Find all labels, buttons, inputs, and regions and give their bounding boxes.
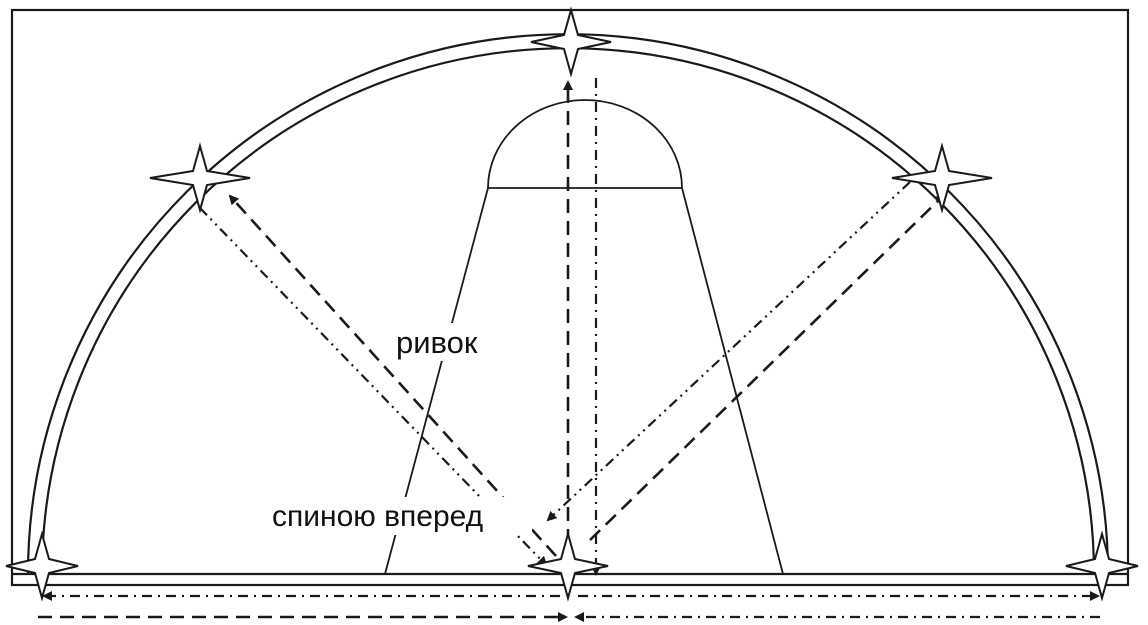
- label-lower-backing: [270, 497, 532, 535]
- star-bottom-left-icon: [5, 530, 79, 602]
- path-right-dashdot: [546, 181, 911, 522]
- path-left-dashed: [228, 194, 557, 557]
- star-bottom-right-icon: [1065, 530, 1139, 602]
- star-upper-right-icon: [891, 142, 993, 214]
- path-right-dashed: [589, 193, 946, 541]
- label-upper-backing: [393, 323, 493, 361]
- label-lower: спиною вперед: [272, 500, 483, 533]
- star-upper-left-icon: [149, 142, 251, 214]
- key-lane: [384, 187, 784, 575]
- key-semicircle: [487, 99, 683, 189]
- star-bottom-center-icon: [527, 530, 609, 602]
- star-top-icon: [530, 6, 612, 78]
- label-upper: ривок: [396, 325, 478, 360]
